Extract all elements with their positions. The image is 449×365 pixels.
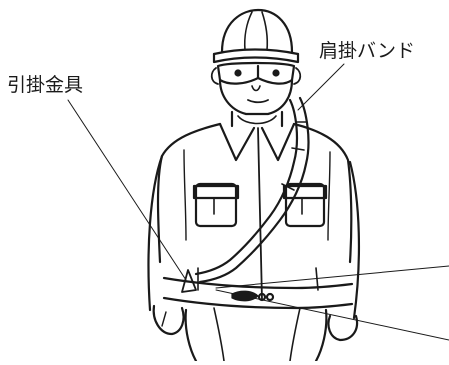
collar — [218, 110, 296, 162]
helmet — [212, 8, 300, 64]
leader-belt-upper — [215, 265, 449, 289]
shoulder-band-label: 肩掛バンド — [319, 40, 415, 62]
leader-lines — [67, 63, 449, 341]
face — [210, 67, 302, 116]
leader-belt-lower — [215, 289, 449, 341]
arms — [147, 154, 361, 342]
waist-belt — [162, 269, 354, 310]
left-pocket — [192, 182, 240, 228]
goggles — [216, 61, 296, 85]
leader-band — [297, 63, 345, 111]
lower-body — [184, 307, 328, 363]
leader-hook — [67, 99, 187, 281]
hook-fitting-label: 引掛金具 — [7, 74, 84, 96]
shoulder-band — [194, 96, 310, 284]
